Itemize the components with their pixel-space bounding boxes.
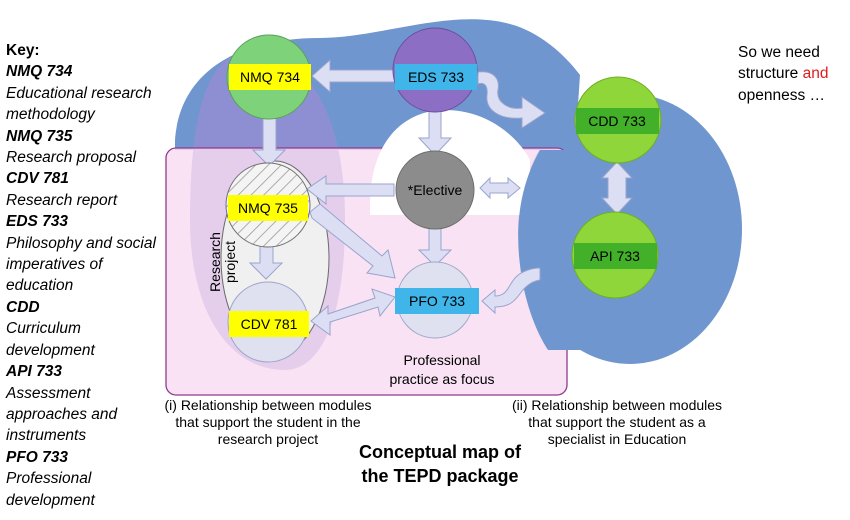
- blue-region-right-edge: [518, 150, 580, 350]
- key-description-4-1: development: [6, 341, 95, 359]
- note-line-2: structure and: [738, 63, 848, 84]
- key-code-6: PFO 733: [6, 448, 69, 466]
- caption-left-line-3: research project: [218, 431, 318, 447]
- caption-right-line-3: specialist in Education: [548, 431, 687, 447]
- caption-left-line-2: that support the student in the: [175, 414, 360, 430]
- arrow-elective-to-pfo733: [417, 224, 453, 267]
- key-description-6-1: development: [6, 491, 95, 509]
- research-project-label-line-2: project: [222, 241, 238, 283]
- key-description-4-0: Curriculum: [6, 320, 81, 338]
- diagram-title-line-2: the TEPD package: [361, 466, 518, 486]
- tag-eds733: [395, 64, 477, 90]
- key-code-5: API 733: [6, 363, 63, 381]
- tag-nmq734: [229, 64, 311, 90]
- arrow-eds733-to-elective: [417, 107, 453, 156]
- note-line-2-start: structure: [738, 65, 803, 83]
- note-line-1: So we need: [738, 44, 820, 61]
- arrow-elective-to-nmq735: [306, 175, 395, 206]
- key-code-4: CDD: [6, 298, 40, 316]
- label-pfo733: PFO 733: [409, 293, 465, 309]
- arrow-eds733-to-cdd733: [477, 71, 546, 129]
- key-code-1: NMQ 735: [6, 127, 73, 145]
- research-project-label-line-1: Research: [207, 232, 223, 292]
- professional-practice-line-2: practice as focus: [389, 371, 494, 387]
- key-description-3-1: imperatives of: [6, 256, 103, 274]
- caption-left-line-1: (i) Relationship between modules: [165, 397, 372, 413]
- caption-right-line-1: (ii) Relationship between modules: [512, 397, 722, 413]
- label-nmq734: NMQ 734: [240, 69, 300, 85]
- label-nmq735: NMQ 735: [238, 200, 298, 216]
- arrow-nmq735-to-pfo733: [309, 203, 396, 279]
- label-cdv781: CDV 781: [241, 316, 298, 332]
- key-description-3-0: Philosophy and social: [6, 234, 156, 252]
- tag-cdv781: [229, 311, 309, 337]
- label-elective: *Elective: [408, 182, 463, 198]
- tag-pfo733: [395, 288, 479, 314]
- professional-practice-line-1: Professional: [403, 352, 480, 368]
- note-line-3: openness …: [738, 86, 826, 104]
- label-cdd733: CDD 733: [588, 113, 646, 129]
- note-highlight-word: and: [802, 65, 829, 83]
- label-eds733: EDS 733: [408, 69, 464, 85]
- key-description-1-0: Research proposal: [6, 149, 137, 167]
- arrow-nmq734-to-nmq735: [251, 117, 287, 167]
- arrow-elective-cdd-double: [479, 176, 521, 200]
- tag-cdd733: [576, 108, 659, 134]
- key-description-0-1: methodology: [6, 106, 95, 124]
- key-description-2-0: Research report: [6, 191, 118, 209]
- key-code-3: EDS 733: [6, 213, 69, 231]
- key-description-3-2: education: [6, 277, 74, 295]
- caption-right-line-2: that support the student as a: [528, 414, 706, 430]
- key-description-5-2: instruments: [6, 427, 87, 445]
- key-description-5-0: Assessment: [6, 384, 91, 402]
- key-description-5-1: approaches and: [6, 405, 118, 423]
- tag-nmq735: [228, 195, 308, 221]
- key-code-2: CDV 781: [6, 170, 69, 188]
- diagram-title-line-1: Conceptual map of: [359, 442, 522, 462]
- key-code-0: NMQ 734: [6, 63, 73, 81]
- label-api733: API 733: [590, 248, 640, 264]
- arrow-api733-to-pfo733: [481, 267, 541, 315]
- tag-api733: [574, 243, 657, 269]
- key-description-6-0: Professional: [6, 470, 92, 488]
- node-elective-circle: [395, 150, 475, 230]
- note-text: So we need structure and openness …: [738, 42, 848, 106]
- key-description-0-0: Educational research: [6, 84, 152, 102]
- key-title: Key:: [6, 42, 40, 59]
